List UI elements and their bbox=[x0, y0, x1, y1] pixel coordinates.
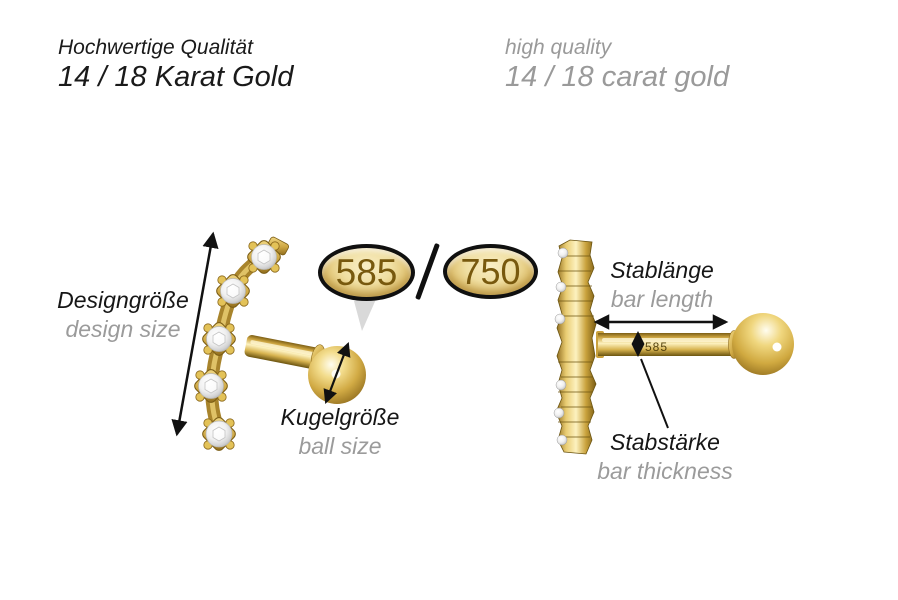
crystal-stone bbox=[247, 240, 281, 274]
label-bar-thickness: Stabstärke bar thickness bbox=[593, 428, 737, 486]
crystal-stone bbox=[202, 417, 236, 451]
karat-badge-750: 750 bbox=[443, 244, 538, 299]
right-earring-strip bbox=[555, 239, 597, 455]
karat-stamp: 585 bbox=[645, 340, 668, 354]
header-english-karat: 14 / 18 carat gold bbox=[505, 61, 730, 93]
label-bar-length: Stablänge bar length bbox=[605, 256, 719, 314]
header-german: Hochwertige Qualität 14 / 18 Karat Gold bbox=[58, 34, 293, 94]
label-ball-size-de: Kugelgröße bbox=[280, 404, 400, 430]
design-size-arrow-icon bbox=[171, 231, 219, 437]
badge-pointer-triangle bbox=[354, 297, 377, 331]
label-ball-size: Kugelgröße ball size bbox=[268, 403, 412, 461]
label-bar-thickness-de: Stabstärke bbox=[610, 429, 720, 455]
header-german-karat: 14 / 18 Karat Gold bbox=[58, 61, 294, 93]
label-bar-length-de: Stablänge bbox=[610, 257, 714, 283]
right-ball-dimple bbox=[772, 342, 782, 352]
header-german-quality: Hochwertige Qualität bbox=[58, 36, 253, 59]
label-design-size: Designgröße design size bbox=[52, 286, 194, 344]
header-english: high quality 14 / 18 carat gold bbox=[505, 34, 729, 94]
right-earring-ball bbox=[732, 313, 794, 375]
crystal-stone bbox=[216, 274, 250, 308]
label-bar-thickness-en: bar thickness bbox=[597, 458, 733, 484]
left-earring-figure bbox=[171, 231, 366, 451]
ball-size-arrow-icon bbox=[323, 341, 351, 405]
karat-badge-585: 585 bbox=[318, 244, 415, 301]
header-english-quality: high quality bbox=[505, 36, 612, 59]
left-earring-bar bbox=[244, 335, 320, 370]
label-design-size-en: design size bbox=[65, 316, 181, 342]
crystal-stone bbox=[194, 369, 228, 403]
karat-badge-585-value: 585 bbox=[335, 251, 398, 293]
karat-badge-750-value: 750 bbox=[460, 250, 521, 292]
label-design-size-de: Designgröße bbox=[57, 287, 189, 313]
crystal-stone bbox=[202, 322, 236, 356]
label-bar-length-en: bar length bbox=[610, 286, 714, 312]
bar-thickness-pointer-line bbox=[640, 358, 669, 429]
right-earring-figure: 585 bbox=[553, 239, 794, 455]
label-ball-size-en: ball size bbox=[298, 433, 382, 459]
right-earring-crystals bbox=[553, 247, 569, 446]
right-earring-strip-segments bbox=[558, 255, 594, 438]
